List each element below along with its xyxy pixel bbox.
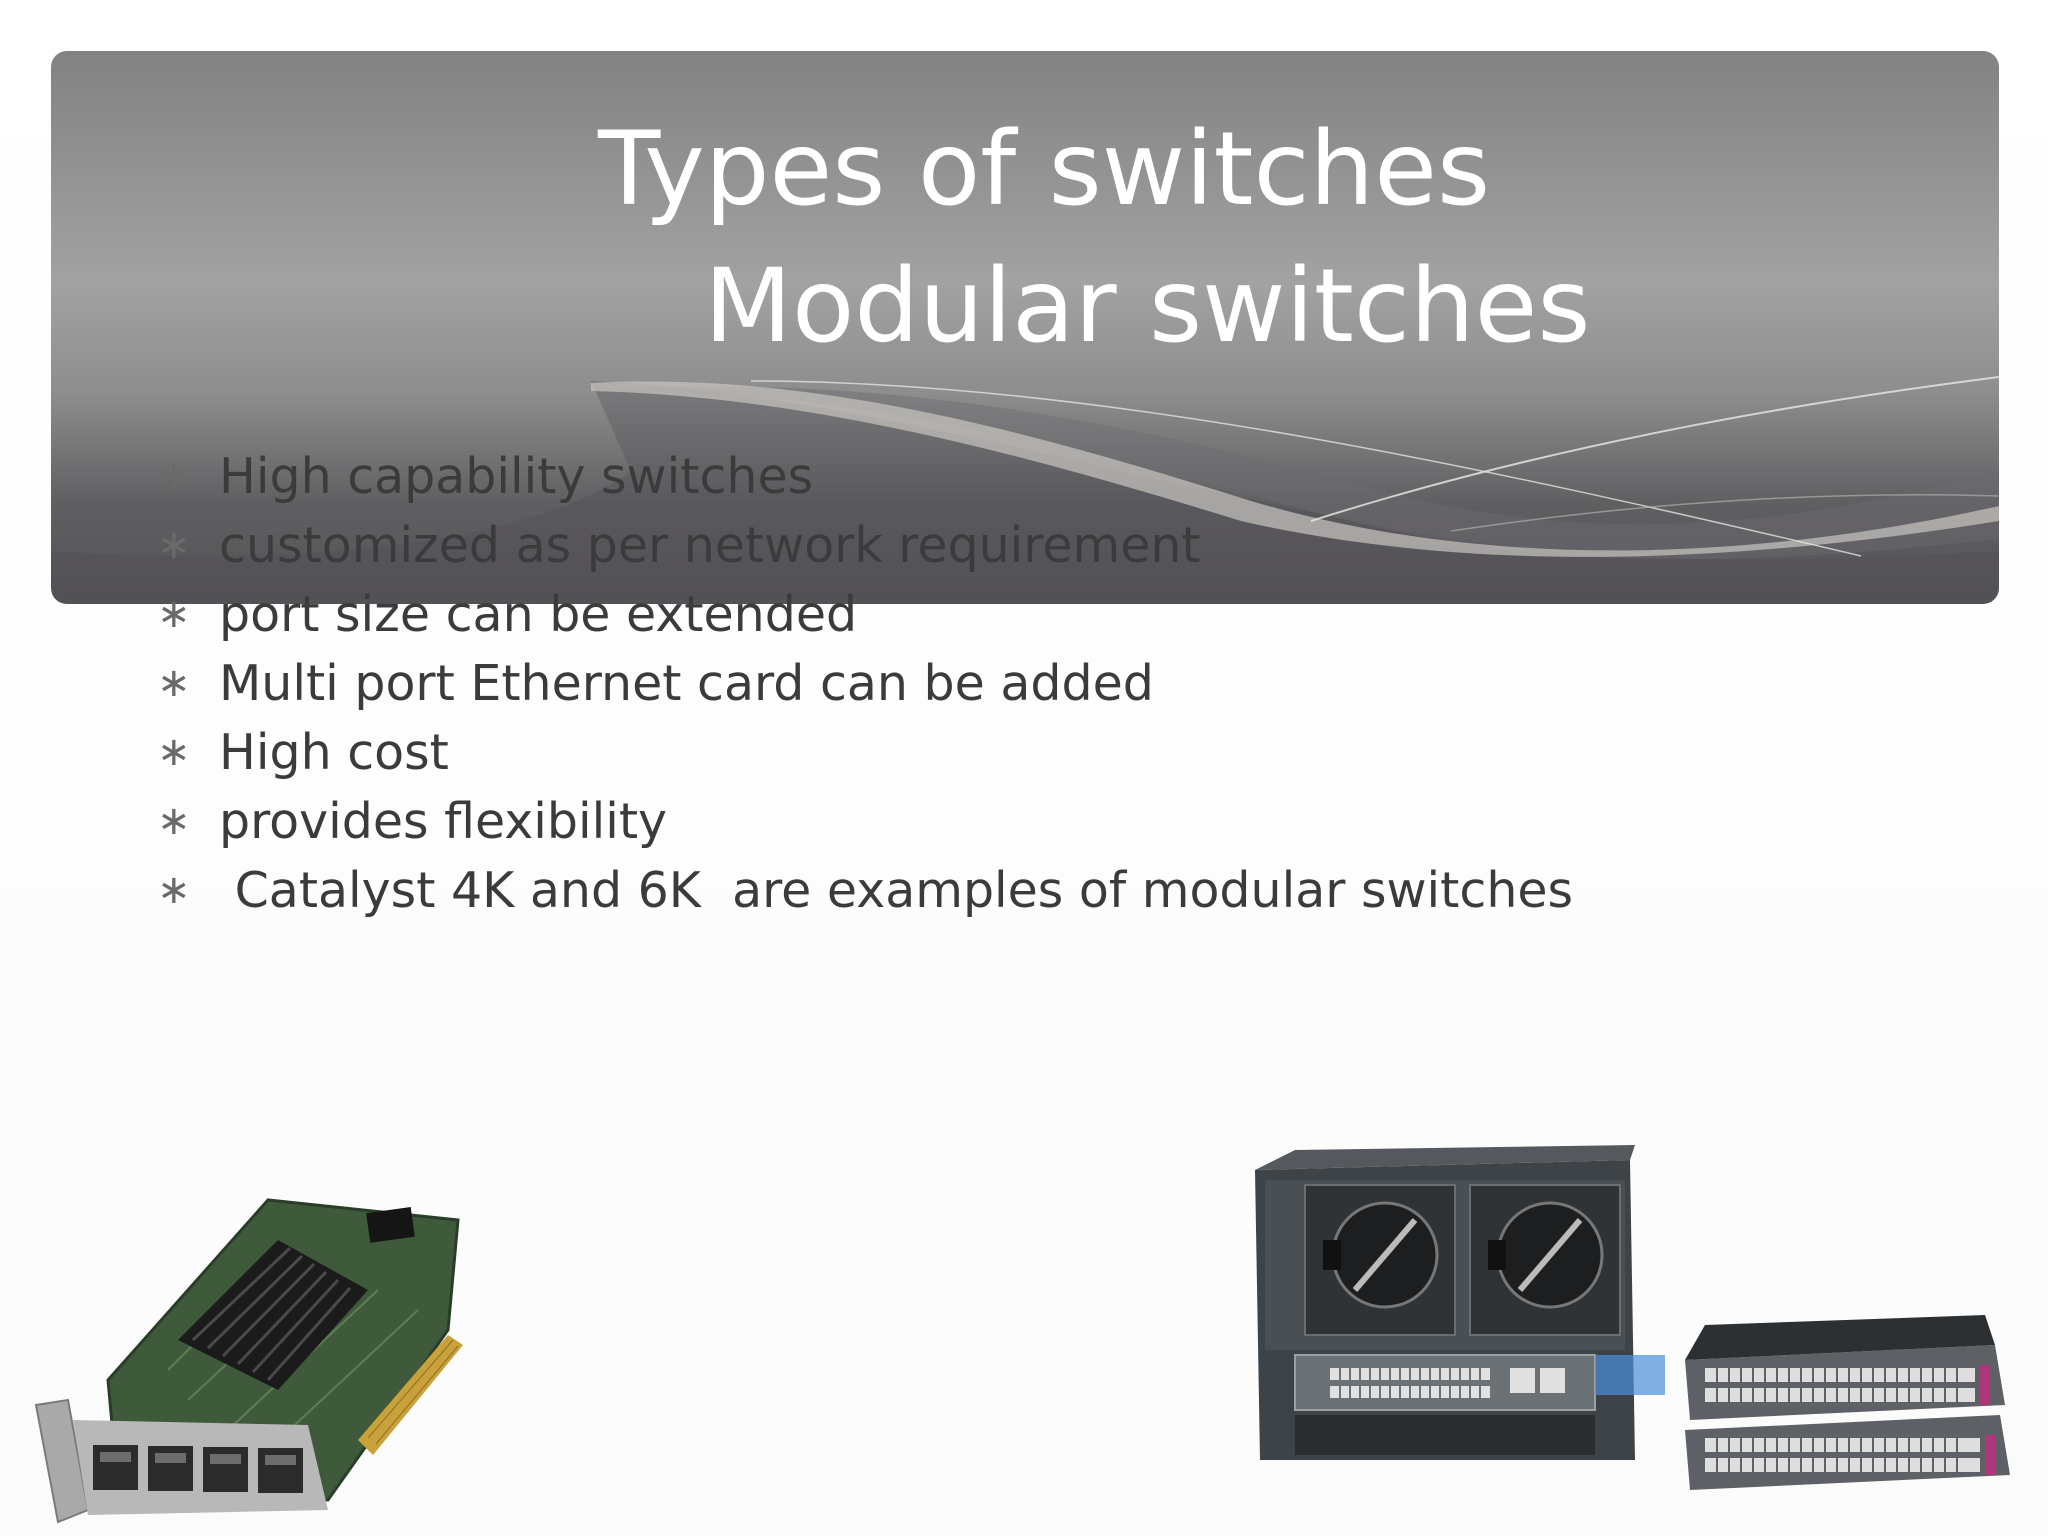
title-banner: Types of switches Modular switches <box>51 51 1999 604</box>
bullet-marker: ∗ <box>157 591 191 637</box>
bullet-marker: ∗ <box>157 729 191 775</box>
bullet-text: port size can be extended <box>219 586 858 643</box>
title-line-2: Modular switches <box>704 247 1591 366</box>
bullet-text: High capability switches <box>219 448 814 505</box>
bullet-text: Multi port Ethernet card can be added <box>219 655 1154 712</box>
bullet-marker: ∗ <box>157 867 191 913</box>
title-line-1: Types of switches <box>598 110 1491 229</box>
slide-title: Types of switches Modular switches <box>51 101 1999 375</box>
bullet-text: High cost <box>219 724 449 781</box>
ethernet-card-image <box>34 1198 463 1524</box>
bullet-marker: ∗ <box>157 522 191 568</box>
wave-decoration <box>51 376 1999 604</box>
bullet-marker: ∗ <box>157 660 191 706</box>
bullet-marker: ∗ <box>157 453 191 499</box>
bullet-marker: ∗ <box>157 798 191 844</box>
bullet-text: provides flexibility <box>219 793 668 850</box>
bullet-text: customized as per network requirement <box>219 517 1201 574</box>
modular-switch-image <box>1255 1145 2010 1490</box>
bullet-text: Catalyst 4K and 6K are examples of modul… <box>219 862 1574 919</box>
